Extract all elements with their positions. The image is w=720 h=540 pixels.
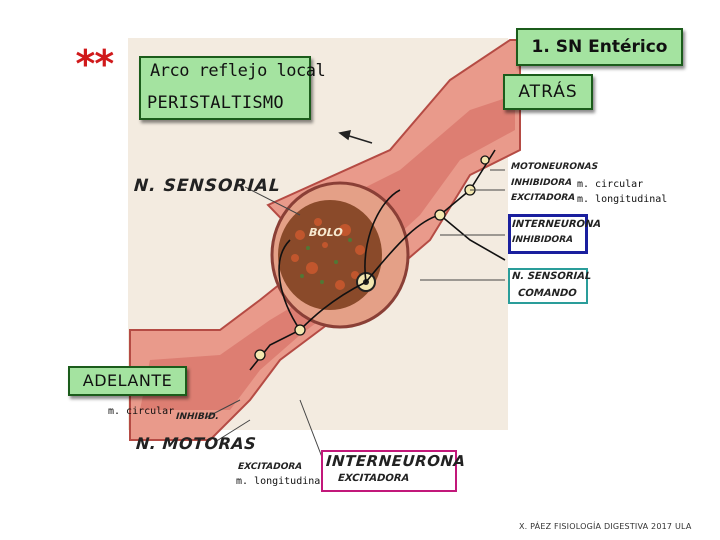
label-interneurona-inhibidora-2: INHIBIDORA (511, 235, 574, 245)
label-interneurona-inhibidora-1: INTERNEURONA (511, 219, 602, 230)
label-m-circular-top: m. circular (577, 179, 644, 190)
section-title: 1. SN Entérico (516, 28, 683, 66)
label-motoneurona-inhibidora: INHIBIDORA (510, 178, 573, 188)
label-interneurona-excitadora-2: EXCITADORA (337, 473, 410, 484)
label-bolo: BOLO (308, 226, 344, 239)
leader-lines (204, 169, 505, 466)
gut-lower-lumen (140, 290, 340, 410)
direction-back-label: ATRÁS (503, 74, 593, 110)
title-arco-reflejo: Arco reflejo local (150, 61, 326, 81)
label-motoneurona-excitadora: EXCITADORA (510, 193, 576, 203)
label-m-longitudinal-bottom: m. longitudinal (236, 476, 327, 487)
label-excitadora-bottom: EXCITADORA (237, 462, 303, 472)
label-n-motoras: N. MOTORAS (135, 434, 257, 453)
title-peristaltismo: PERISTALTISMO (147, 93, 284, 113)
label-n-sensorial-comando-2: COMANDO (517, 288, 578, 299)
title-box (139, 56, 311, 120)
n-sensorial-comando-frame (508, 268, 588, 304)
label-inhibid: INHIBID. (175, 412, 220, 422)
interneurona-excitadora-frame (321, 450, 457, 492)
label-m-circular-bottom: m. circular (108, 406, 175, 417)
bolo-texture (291, 218, 365, 290)
label-n-sensorial-comando-1: N. SENSORIAL (511, 271, 592, 282)
neuron-bodies (254, 155, 490, 361)
label-motoneuronas: MOTONEURONAS (510, 162, 599, 172)
bolo-mass (278, 200, 382, 310)
importance-stars: ** (74, 42, 116, 86)
direction-forward-label: ADELANTE (68, 366, 187, 396)
label-interneurona-excitadora-1: INTERNEURONA (325, 452, 467, 470)
interneurona-inhibidora-frame (508, 214, 588, 254)
label-n-sensorial: N. SENSORIAL (133, 176, 282, 196)
label-m-longitudinal-top: m. longitudinal (577, 194, 668, 205)
footer-credit: X. PÁEZ FISIOLOGÍA DIGESTIVA 2017 ULA (519, 522, 692, 531)
direction-arrow (338, 130, 373, 144)
bolo-speckles (300, 238, 352, 284)
